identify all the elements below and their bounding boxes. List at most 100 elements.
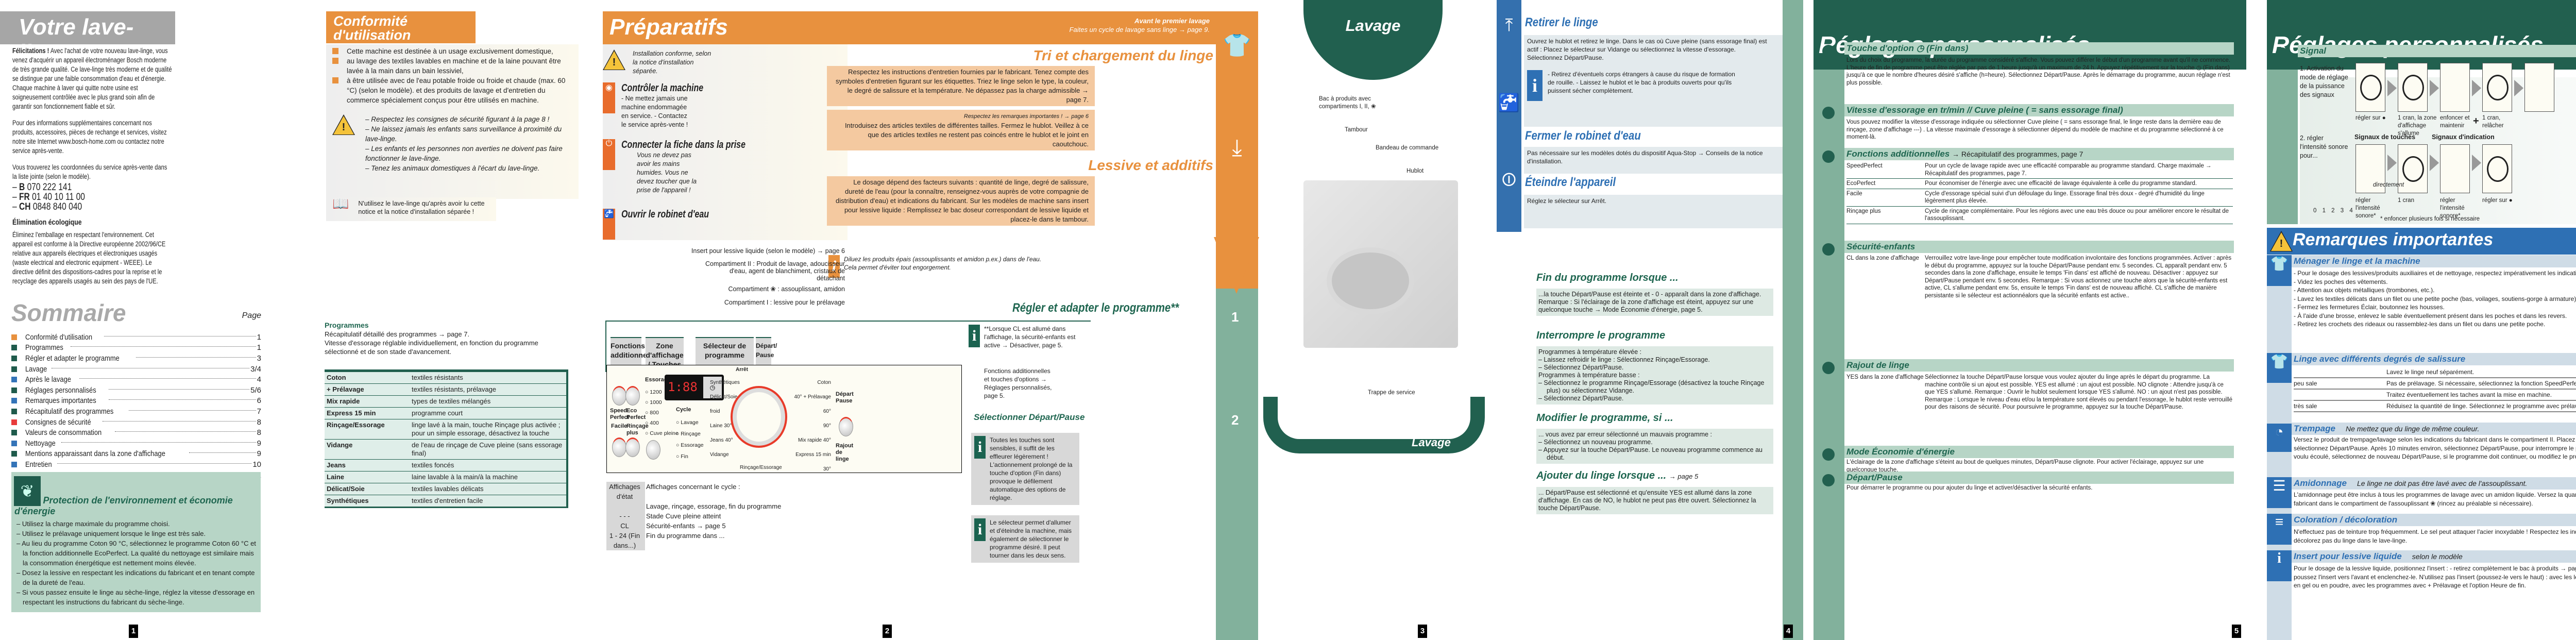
page-6: Réglages personnalisés Signal 1. Activat… — [2257, 0, 2576, 640]
functions-ref: → Récapitulatif des programmes, page 7 — [1952, 150, 2083, 158]
soil-row: Lavez le linge neuf séparément. — [2294, 367, 2576, 378]
page-title: Votre lave-linge — [0, 11, 175, 65]
toc-marker — [11, 451, 17, 457]
toc-item[interactable]: Mentions apparaissant dans la zone d'aff… — [11, 449, 261, 460]
spin-option: ○ 1000 — [645, 399, 662, 406]
settings-sidebar — [1814, 70, 1844, 640]
step-number: 1 — [1231, 309, 1239, 325]
modify-line: – Sélectionnez un nouveau programme. — [1538, 439, 1653, 446]
toc-marker — [11, 430, 17, 436]
program-label: Vidange — [710, 452, 729, 458]
add-laundry-title: Rajout de linge — [1844, 359, 2234, 372]
unload-info: - Retirez d'éventuels corps étrangers à … — [1548, 71, 1735, 94]
tap-icon: 🚰 — [603, 209, 615, 240]
service-text: Vous trouverez les coordonnées du servic… — [12, 163, 167, 180]
page-2: Conformité d'utilisation Cette machine e… — [309, 0, 598, 640]
starch-title: Amidonnage — [2294, 478, 2347, 488]
arrow-right-icon — [2430, 80, 2439, 96]
toc-label: Entretien — [25, 460, 52, 469]
speed-perfect-button[interactable] — [612, 386, 626, 406]
status-key — [606, 501, 645, 511]
status-value: Stade Cuve pleine atteint — [646, 512, 721, 520]
toc-label: Réglages personnalisés — [25, 385, 96, 395]
facile-button[interactable] — [612, 437, 626, 457]
rinse-plus-label: Rinçage plus — [626, 423, 649, 436]
cycle-item: ○ Essorage — [676, 442, 704, 448]
info-icon: i — [828, 255, 840, 278]
function-name: Facile — [1846, 190, 1862, 197]
eco-perfect-button[interactable] — [625, 386, 640, 406]
close-tap-text: Pas nécessaire sur les modèles dotés du … — [1524, 147, 1802, 174]
key-signals-title: Signaux de touches — [2354, 133, 2416, 141]
dial-image — [2398, 144, 2428, 193]
program-selector-dial[interactable] — [731, 386, 787, 448]
dial-image — [2482, 63, 2512, 112]
caption: régler l'intensité sonore* — [2355, 197, 2380, 219]
programs-intro: Programmes Récapitulatif détaillé des pr… — [325, 321, 567, 356]
status-key: 1 - 24 (Fin dans...) — [606, 531, 645, 550]
dial-image — [2355, 63, 2385, 112]
start-pause-button[interactable] — [839, 417, 853, 436]
spin-button[interactable] — [646, 440, 660, 460]
toc-label: Valeurs de consommation — [25, 428, 102, 437]
wash-arrow — [1263, 397, 1485, 453]
care-item: - Attention aux objets métalliques (trom… — [2294, 287, 2435, 294]
toc-leader — [109, 389, 250, 390]
label-start: Départ/ Pause — [756, 337, 777, 365]
care-item: - Pour le dosage des lessives/produits a… — [2294, 270, 2576, 277]
soak-text: Versez le produit de trempage/lavage sel… — [2294, 436, 2576, 460]
programs-spin: Vitesse d'essorage réglable individuelle… — [325, 339, 538, 356]
toc-label: Après le lavage — [25, 375, 71, 384]
info-icon: i — [974, 436, 986, 459]
unload-text: Ouvrez le hublot et retirez le linge. Da… — [1527, 38, 1767, 61]
toc-item[interactable]: Après le lavage 4 — [11, 374, 261, 385]
intro-bold: Félicitations ! — [12, 47, 49, 55]
program-label: Coton — [817, 380, 831, 385]
toc-marker — [11, 366, 17, 372]
warning-item: Respectez les consignes de sécurité figu… — [365, 114, 572, 124]
info-icon: i — [969, 325, 980, 347]
indication-signals-title: Signaux d'indication — [2432, 133, 2495, 141]
display: 1:88◷ — [665, 375, 724, 400]
cycle-item: ○ Rinçage — [676, 431, 701, 437]
start-pause-label: Départ Pause — [836, 391, 854, 404]
program-name: Rinçage/Essorage — [327, 421, 385, 429]
toc-marker — [11, 387, 17, 393]
label-drawer: Bac à produits avec compartiments I, II,… — [1319, 96, 1376, 110]
env-title: Protection de l'environnement et économi… — [14, 495, 233, 516]
function-name: Rinçage plus — [1846, 208, 1881, 214]
rinse-plus-button[interactable] — [625, 437, 640, 457]
label-service-hatch: Trappe de service — [1368, 390, 1415, 396]
program-desc: textiles d'entretien facile — [412, 497, 483, 504]
toc-label: Régler et adapter le programme — [25, 353, 120, 363]
status-key: Affichages d'état — [606, 482, 645, 501]
label-selector: Sélecteur de programme — [696, 337, 754, 365]
program-name: Express 15 min — [327, 409, 376, 417]
clock-icon[interactable]: ◷ — [703, 377, 722, 398]
toc-label: Programmes — [25, 343, 63, 352]
toc-page: 4 — [257, 375, 261, 384]
starch-text: L'amidonnage peut être inclus à tous les… — [2294, 491, 2576, 507]
